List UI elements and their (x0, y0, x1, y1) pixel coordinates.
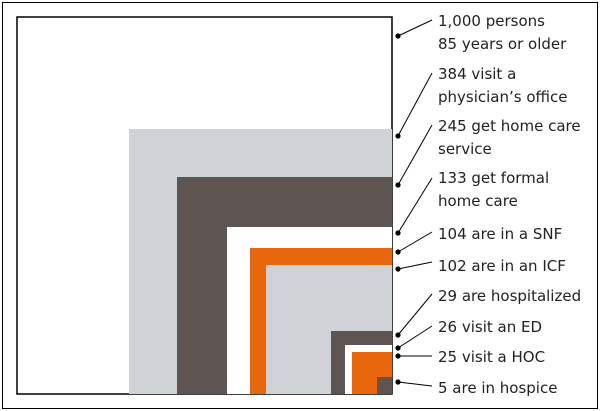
leader-dot-icf (395, 266, 401, 272)
leader-dot-1000-persons (395, 33, 401, 39)
label-snf: 104 are in a SNF (438, 225, 563, 243)
label-formal-home-care: 133 get formal home care (438, 169, 550, 210)
square-hospice (377, 377, 392, 394)
leader-line-hospice (397, 381, 433, 387)
leader-dot-hoc (395, 353, 401, 359)
leader-dot-hospice (395, 379, 401, 385)
leader-dot-home-care-service (395, 182, 401, 188)
leader-line-physician-office (397, 72, 433, 137)
leader-line-home-care-service (397, 124, 433, 186)
leader-line-icf (397, 261, 433, 270)
leader-dot-formal-home-care (395, 230, 401, 236)
label-hoc: 25 visit a HOC (438, 348, 546, 366)
label-hospitalized: 29 are hospitalized (438, 287, 582, 305)
leader-dot-hospitalized (395, 332, 401, 338)
leader-line-snf (397, 231, 433, 253)
leader-dot-physician-office (395, 133, 401, 139)
leader-line-ed (397, 325, 433, 349)
leader-line-formal-home-care (397, 177, 433, 234)
label-hospice: 5 are in hospice (438, 379, 558, 397)
leader-dot-snf (395, 249, 401, 255)
leader-line-1000-persons (397, 19, 433, 37)
label-icf: 102 are in an ICF (438, 257, 566, 275)
label-ed: 26 visit an ED (438, 318, 543, 336)
label-1000-persons: 1,000 persons 85 years or older (438, 12, 567, 53)
leader-dot-ed (395, 345, 401, 351)
label-home-care-service: 245 get home care service (438, 117, 581, 158)
leader-line-hospitalized (397, 293, 433, 336)
label-physician-office: 384 visit a physician’s office (438, 65, 568, 106)
